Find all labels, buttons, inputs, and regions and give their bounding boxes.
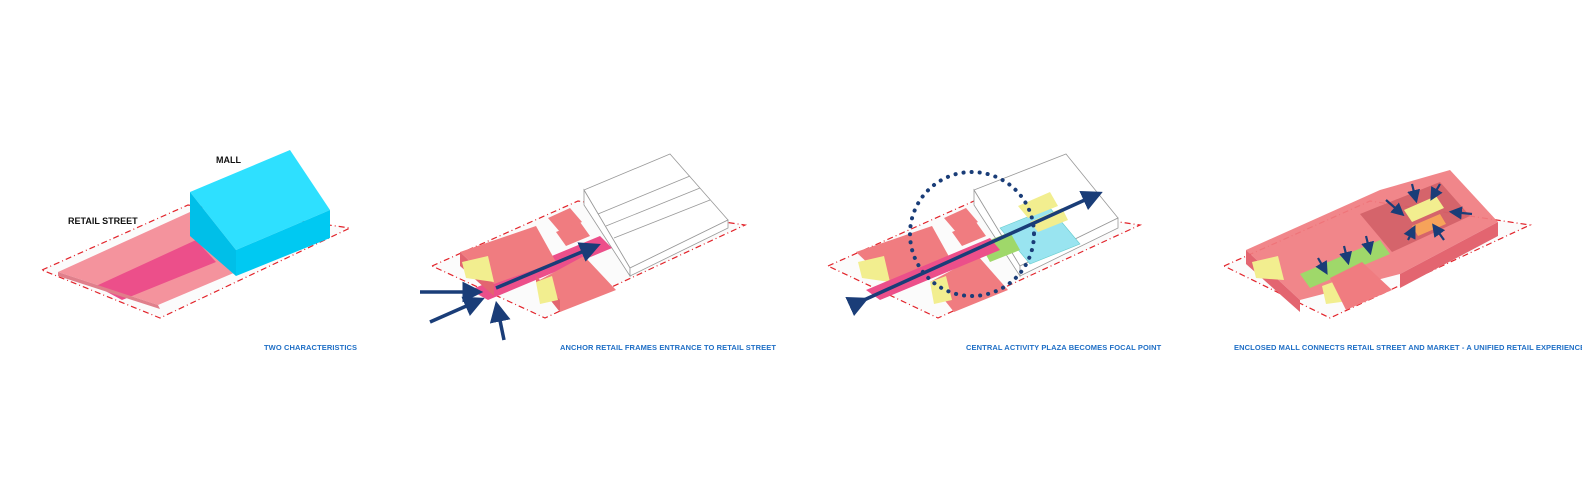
outline-building-2 [583,153,729,278]
enclosed-mall [1246,170,1498,312]
mall-label: MALL [216,155,241,165]
caption-panel-1: TWO CHARACTERISTICS [264,343,358,352]
panel-1-diagram [40,150,353,319]
panel-2-diagram [420,153,748,341]
retail-street-label: RETAIL STREET [68,216,138,226]
inward-arrows-4 [1315,183,1473,275]
entry-arrows-2 [420,242,601,341]
panel-3-diagram [826,153,1143,319]
mall-block [190,150,330,276]
anchor-retail-2 [460,208,616,312]
retail-street-core [96,240,216,300]
panel-4-diagram [1222,170,1533,319]
caption-panel-4: ENCLOSED MALL CONNECTS RETAIL STREET AND… [1234,343,1582,352]
caption-panel-3: CENTRAL ACTIVITY PLAZA BECOMES FOCAL POI… [966,343,1162,352]
axis-arrow [845,190,1103,317]
caption-panel-2: ANCHOR RETAIL FRAMES ENTRANCE TO RETAIL … [560,343,776,352]
